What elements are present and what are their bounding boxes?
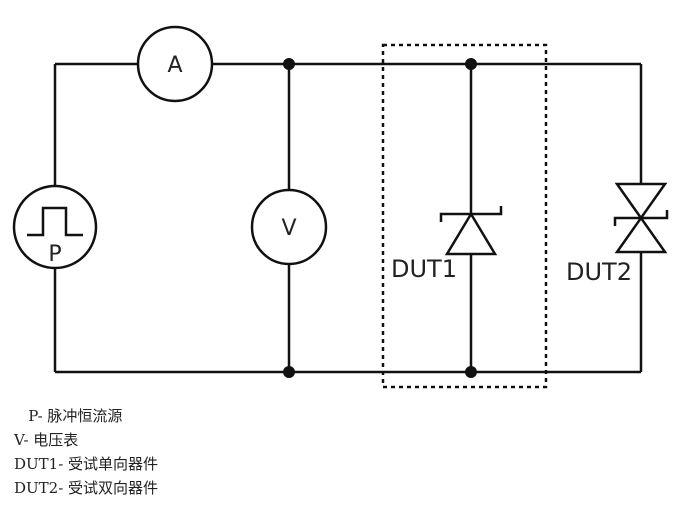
dut2-diode-upper-triangle-icon (614, 182, 668, 221)
dut1-label: DUT1 (391, 255, 457, 283)
junction-dot (465, 58, 477, 70)
pulse-waveform-icon (27, 206, 83, 237)
junction-dots (283, 58, 477, 378)
voltmeter-label: V (281, 216, 296, 241)
legend-item-voltmeter: V- 电压表 (14, 431, 79, 449)
dut1-dashed-box (381, 43, 548, 389)
junction-dot (283, 58, 295, 70)
legend-item-source: P- 脉冲恒流源 (14, 407, 123, 425)
dut2-label: DUT2 (566, 258, 632, 286)
ammeter-circle (136, 25, 214, 103)
voltmeter-circle (250, 188, 328, 266)
legend: P- 脉冲恒流源 V- 电压表 DUT1- 受试单向器件 DUT2- 受试双向器… (14, 404, 158, 500)
legend-item-dut2: DUT2- 受试双向器件 (14, 479, 159, 497)
voltmeter: V (250, 188, 328, 266)
dut2-diode-bar-icon (613, 210, 669, 226)
dut2-diode-lower-triangle-icon (614, 215, 668, 254)
dut1-diode: DUT1 (391, 206, 503, 283)
legend-item-dut1: DUT1- 受试单向器件 (14, 455, 159, 473)
wires (53, 62, 643, 374)
dut2-diode: DUT2 (566, 182, 669, 286)
ammeter-label: A (167, 53, 182, 78)
pulse-source-label: P (48, 242, 61, 267)
ammeter: A (136, 25, 214, 103)
pulse-source: P (12, 184, 98, 270)
junction-dot (283, 366, 295, 378)
dut1-diode-triangle-icon (444, 211, 498, 256)
circuit-diagram: A V P DUT1 DUT2 (12, 25, 669, 389)
pulse-source-circle (12, 184, 98, 270)
junction-dot (465, 366, 477, 378)
dut1-diode-bar-icon (439, 206, 503, 222)
